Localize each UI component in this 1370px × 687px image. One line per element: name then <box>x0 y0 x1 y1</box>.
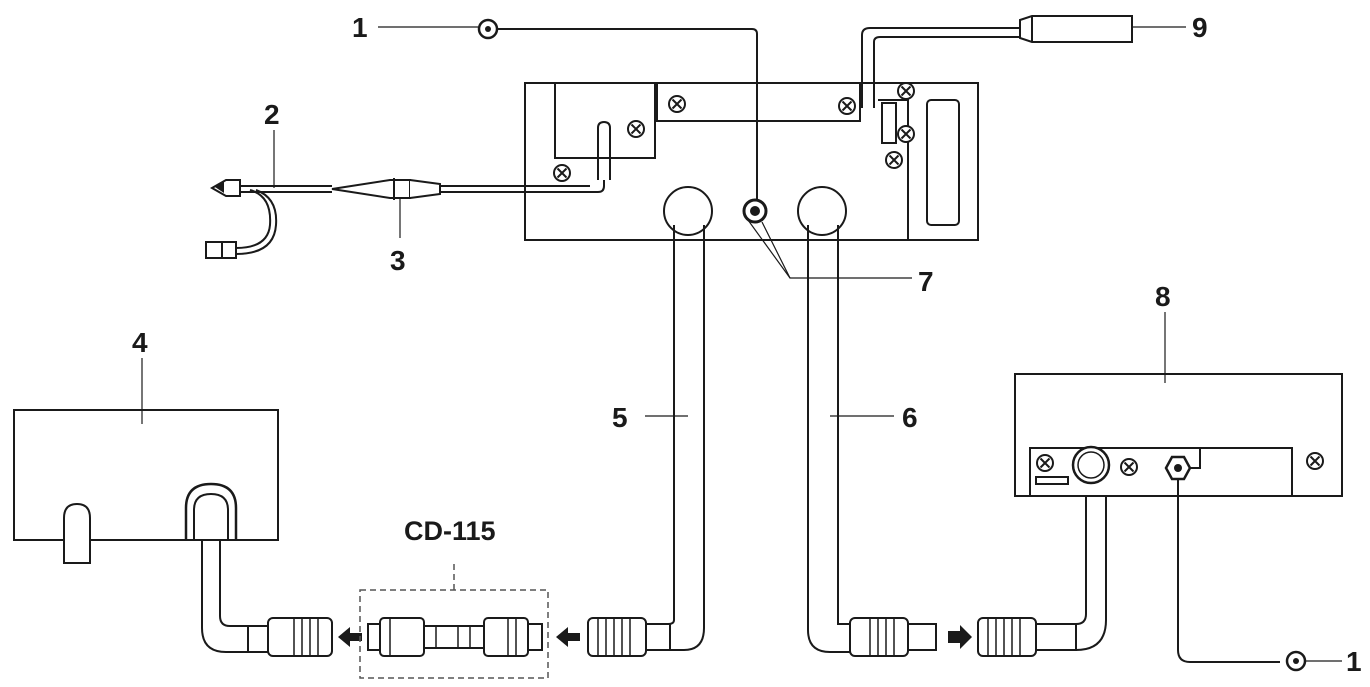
callout-4: 4 <box>132 327 148 358</box>
cd-115-adapter <box>359 564 549 679</box>
screw-icon <box>897 125 915 143</box>
antenna-cable <box>861 15 1133 108</box>
adapter-model-label: CD-115 <box>404 516 496 546</box>
screw-icon <box>553 164 571 182</box>
main-unit <box>524 82 979 241</box>
callout-1-bottom: 1 <box>1346 646 1362 677</box>
power-lead <box>205 178 605 259</box>
screw-icon <box>1306 452 1324 470</box>
callout-7: 7 <box>918 266 934 297</box>
unit-4 <box>13 409 362 657</box>
unit-8 <box>1014 373 1343 672</box>
callout-8: 8 <box>1155 281 1171 312</box>
callout-labels: 1 2 3 4 5 6 7 8 9 1 CD-115 <box>132 12 1362 677</box>
arrow-left-icon <box>338 627 362 647</box>
screw-icon <box>668 95 686 113</box>
screw-icon <box>627 120 645 138</box>
screw-icon <box>885 151 903 169</box>
callout-6: 6 <box>902 402 918 433</box>
arrow-left-icon <box>556 627 580 647</box>
callout-3: 3 <box>390 245 406 276</box>
callout-9: 9 <box>1192 12 1208 43</box>
callout-1-top: 1 <box>352 12 368 43</box>
cable-6 <box>797 186 1107 657</box>
arrow-right-icon <box>948 625 972 649</box>
callout-2: 2 <box>264 99 280 130</box>
screw-icon <box>1120 458 1138 476</box>
ground-wire-top <box>477 18 758 200</box>
leader-lines <box>141 26 1342 662</box>
screw-icon <box>897 82 915 100</box>
screw-icon <box>1036 454 1054 472</box>
callout-5: 5 <box>612 402 628 433</box>
cable-5 <box>556 186 713 657</box>
screw-icon <box>838 97 856 115</box>
